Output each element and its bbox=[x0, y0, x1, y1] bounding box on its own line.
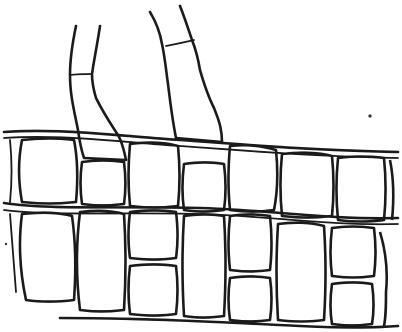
cell-upper-4 bbox=[183, 163, 226, 212]
cell-upper-1 bbox=[19, 139, 77, 204]
left-edge-lower bbox=[10, 214, 16, 292]
cell-lower-2 bbox=[77, 211, 126, 312]
cell-lower-6 bbox=[277, 223, 326, 322]
root-hair-right bbox=[150, 6, 222, 142]
specks bbox=[5, 114, 372, 245]
cell-upper-5 bbox=[229, 145, 278, 211]
root-hair-right-outline bbox=[150, 6, 222, 142]
cell-lower-4 bbox=[183, 215, 226, 318]
cell-upper-3 bbox=[129, 143, 180, 208]
cell-upper-6 bbox=[281, 153, 334, 218]
cell-lower-3a bbox=[129, 211, 178, 260]
left-edge-upper bbox=[10, 140, 12, 202]
cell-lower-3b bbox=[129, 265, 178, 316]
cell-lower-5a bbox=[229, 215, 272, 272]
cell-lower-1 bbox=[20, 213, 75, 302]
root-hair-right-septum bbox=[166, 40, 194, 46]
cell-lower-5b bbox=[229, 277, 272, 322]
root-hair-left-septum bbox=[70, 74, 92, 75]
cell-lower-7b bbox=[331, 283, 374, 326]
cell-lower-8-edge bbox=[380, 232, 387, 326]
speck-1 bbox=[368, 114, 371, 117]
lower-cell-row bbox=[20, 211, 387, 327]
cell-lower-7a bbox=[331, 227, 376, 278]
cell-upper-8-edge bbox=[390, 160, 393, 220]
speck-2 bbox=[5, 243, 7, 245]
cell-upper-2 bbox=[81, 161, 126, 206]
left-cut-edge bbox=[10, 140, 16, 292]
cell-upper-7 bbox=[337, 157, 386, 222]
